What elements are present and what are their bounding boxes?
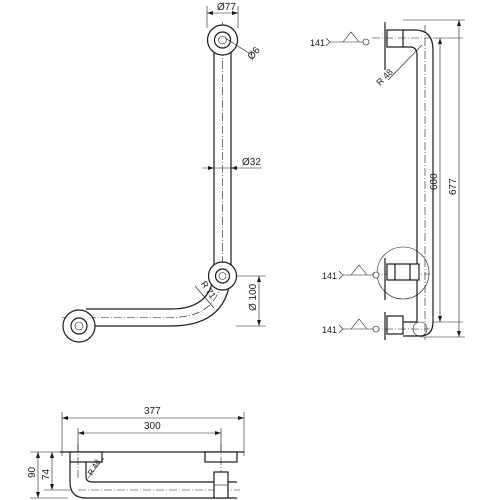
tube-diameter-label: Ø32 xyxy=(242,157,261,168)
top-dim-377-label: 377 xyxy=(144,406,161,417)
top-tube-inner xyxy=(85,462,237,483)
side-bend-radius-callout: R 48 xyxy=(374,44,423,88)
front-tube-inner xyxy=(86,50,215,310)
flange-diameter-dimension: Ø77 xyxy=(206,2,239,28)
flange-spacing-label: Ø 100 xyxy=(248,283,259,311)
side-tube-inner xyxy=(403,46,418,323)
side-dim-600-label: 600 xyxy=(429,173,440,190)
top-dim-300-label: 300 xyxy=(144,421,161,432)
top-dim-300: 300 xyxy=(77,421,222,452)
side-dim-677-label: 677 xyxy=(448,178,459,195)
side-mid-bracket xyxy=(376,246,430,300)
top-dim-90-label: 90 xyxy=(27,466,38,478)
side-tube-outer xyxy=(403,29,434,337)
top-dim-74-label: 74 xyxy=(41,468,52,480)
side-bottom-flange xyxy=(386,315,404,335)
weld-symbol-mid: 141 xyxy=(322,264,380,281)
front-middle-flange xyxy=(207,261,238,291)
weld-symbol-top: 141 xyxy=(310,31,370,48)
side-top-flange xyxy=(386,29,404,48)
side-bend-radius-label: R 48 xyxy=(374,67,395,88)
tube-diameter-dimension: Ø32 xyxy=(202,157,262,170)
side-dim-600: 600 xyxy=(429,37,463,323)
hole-diameter-label: Ø6 xyxy=(246,45,263,63)
front-view: Ø77 Ø6 Ø32 R 71 Ø 100 xyxy=(60,2,266,343)
flange-diameter-label: Ø77 xyxy=(217,2,236,13)
top-dim-90: 90 xyxy=(27,451,68,499)
weld-symbol-bottom-label: 141 xyxy=(322,325,337,335)
top-dim-74: 74 xyxy=(41,452,70,491)
front-tube-centerline xyxy=(60,22,223,318)
side-view: R 48 141 141 141 xyxy=(310,19,465,340)
top-tube-outer xyxy=(69,462,237,499)
flange-spacing-dimension: Ø 100 xyxy=(236,275,266,327)
weld-symbol-bottom: 141 xyxy=(322,318,380,335)
top-view: R 48 377 300 90 xyxy=(27,406,245,499)
front-end-flange xyxy=(62,309,96,343)
weld-symbol-top-label: 141 xyxy=(310,38,325,48)
top-dim-377: 377 xyxy=(61,406,245,456)
side-dim-677: 677 xyxy=(403,19,465,338)
front-top-flange xyxy=(206,24,239,56)
weld-symbol-mid-label: 141 xyxy=(322,271,337,281)
